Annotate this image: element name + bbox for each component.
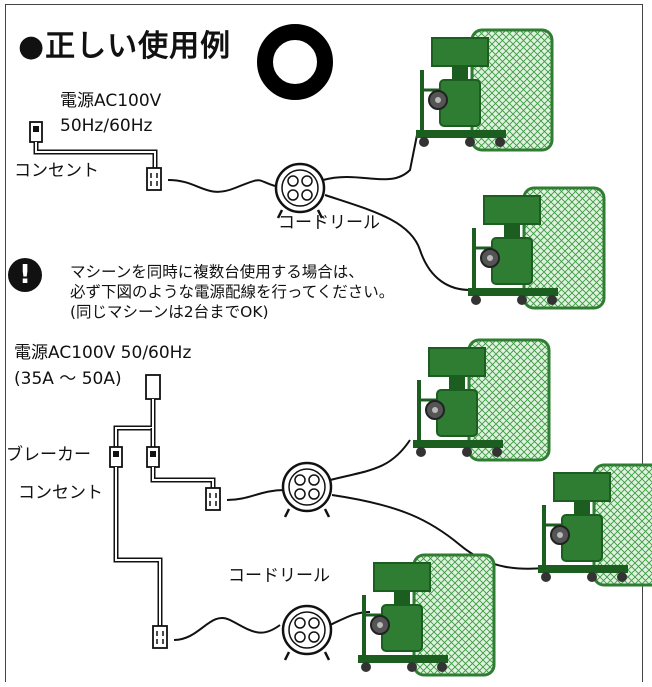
power-label-top-2: 50Hz/60Hz	[60, 116, 153, 136]
top-wiring	[29, 28, 606, 310]
page-title: ●正しい使用例	[18, 29, 232, 64]
warning-line-2: 必ず下図のような電源配線を行ってください。	[70, 283, 395, 301]
breaker-label: ブレーカー	[6, 445, 91, 465]
reel-label-top: コードリール	[278, 213, 380, 233]
warning-text: マシーンを同時に複数台使用する場合は、 必ず下図のような電源配線を行ってください…	[70, 262, 394, 322]
outlet-label-bottom: コンセント	[18, 483, 103, 503]
bottom-wiring	[109, 338, 652, 677]
power-label-bottom-1: 電源AC100V 50/60Hz	[14, 343, 192, 363]
power-label-bottom-2: (35A 〜 50A)	[14, 369, 122, 389]
warning-line-3: (同じマシーンは2台までOK)	[70, 303, 269, 321]
warning-line-1: マシーンを同時に複数台使用する場合は、	[70, 263, 364, 281]
outlet-label-top: コンセント	[14, 161, 99, 181]
warning-icon: !	[8, 258, 42, 292]
diagram-frame	[5, 4, 643, 682]
power-label-top-1: 電源AC100V	[60, 91, 162, 111]
reel-label-bottom: コードリール	[228, 566, 330, 586]
ok-circle-icon	[257, 24, 333, 100]
